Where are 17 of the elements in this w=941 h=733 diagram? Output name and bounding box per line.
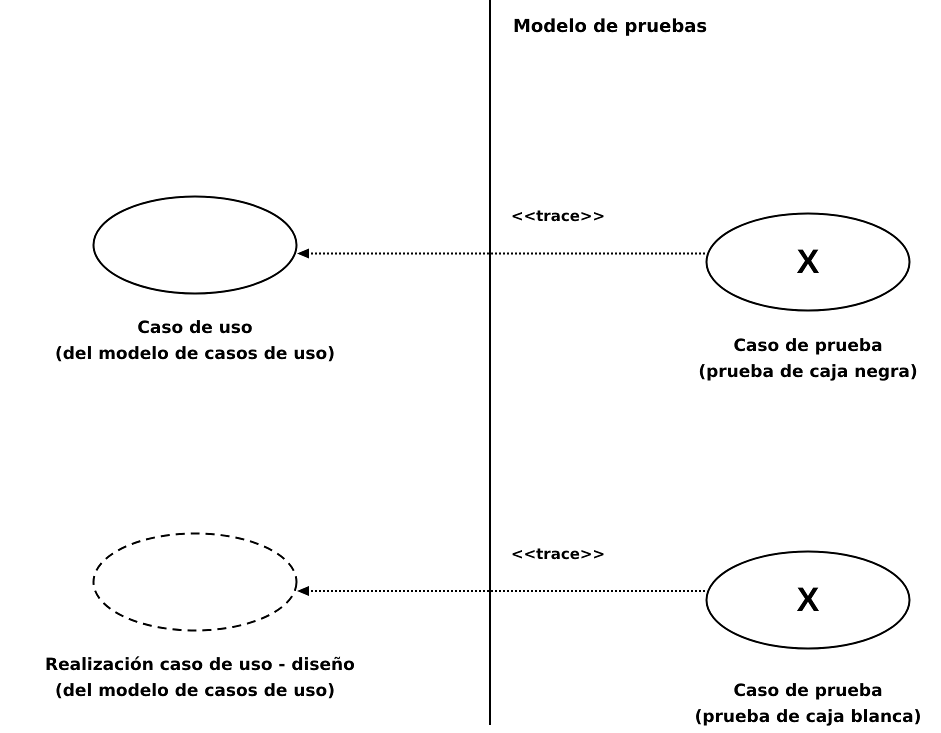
section-heading: Modelo de pruebas	[513, 16, 708, 37]
node-mark: X	[796, 580, 820, 620]
node-caption: Caso de prueba	[733, 680, 883, 703]
use-case-ellipse	[92, 195, 298, 295]
node-mark: X	[796, 242, 820, 282]
node-caption: Caso de prueba	[733, 335, 883, 358]
node-caption: (del modelo de casos de uso)	[54, 343, 336, 366]
use-case-ellipse	[705, 212, 911, 312]
trace-arrow	[296, 248, 706, 258]
node-caption: Realización caso de uso - diseño	[45, 654, 355, 677]
use-case-ellipse	[92, 532, 298, 632]
use-case-ellipse	[705, 550, 911, 650]
trace-arrow	[296, 586, 706, 596]
node-caption: Caso de uso	[137, 317, 253, 340]
node-caption: (del modelo de casos de uso)	[54, 680, 336, 703]
node-caption: (prueba de caja blanca)	[694, 706, 922, 729]
node-caption: (prueba de caja negra)	[698, 361, 918, 384]
